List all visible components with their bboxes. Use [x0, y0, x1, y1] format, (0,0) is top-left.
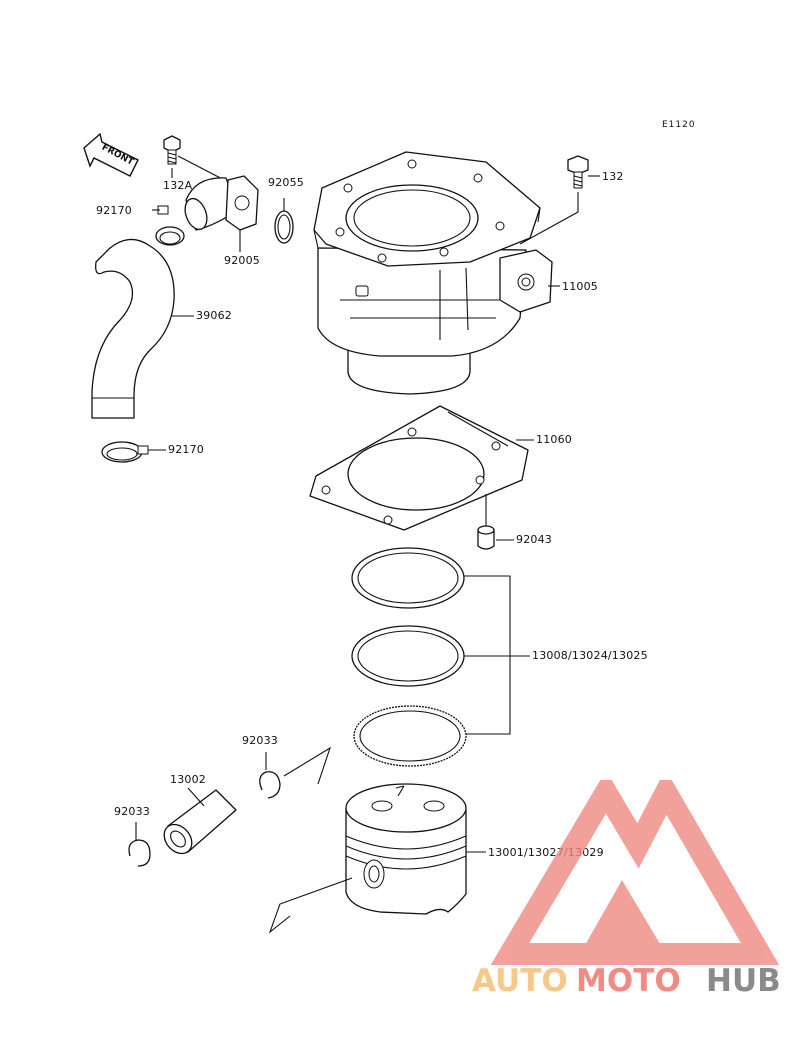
label-11005[interactable]: 11005: [562, 280, 598, 293]
label-132a[interactable]: 132A: [163, 179, 193, 192]
label-92055[interactable]: 92055: [268, 176, 304, 189]
label-13002[interactable]: 13002: [170, 773, 206, 786]
label-92005[interactable]: 92005: [224, 254, 260, 267]
logo-word-moto: MOTO: [576, 963, 681, 999]
label-39062[interactable]: 39062: [196, 309, 232, 322]
piston[interactable]: [345, 783, 467, 915]
piston-rings[interactable]: [351, 547, 467, 767]
label-92033-right[interactable]: 92033: [242, 734, 278, 747]
bolt-132a[interactable]: [163, 135, 181, 165]
label-13008-13024-13025[interactable]: 13008/13024/13025: [532, 649, 648, 662]
label-92170-lower[interactable]: 92170: [168, 443, 204, 456]
logo-word-hub: HUB: [706, 963, 781, 999]
water-fitting[interactable]: [181, 175, 259, 232]
bolt-132[interactable]: [567, 155, 589, 189]
automotohub-logo: [490, 780, 780, 965]
diagram-code: E1120: [662, 120, 696, 130]
piston-pin[interactable]: [159, 789, 237, 859]
circlip-left[interactable]: [128, 839, 151, 867]
label-92033-left[interactable]: 92033: [114, 805, 150, 818]
circlip-right[interactable]: [259, 771, 281, 799]
label-92170-upper[interactable]: 92170: [96, 204, 132, 217]
label-11060[interactable]: 11060: [536, 433, 572, 446]
hose-clamp-upper[interactable]: [155, 205, 185, 246]
dowel-pin[interactable]: [477, 525, 495, 550]
label-92043[interactable]: 92043: [516, 533, 552, 546]
cylinder-gasket[interactable]: [309, 405, 529, 531]
logo-word-auto: AUTO: [472, 963, 568, 999]
hose-clamp-lower[interactable]: [101, 441, 149, 463]
radiator-hose[interactable]: [91, 238, 175, 419]
front-direction-arrow: FRONT: [83, 132, 139, 177]
label-132[interactable]: 132: [602, 170, 624, 183]
cylinder-block[interactable]: [313, 151, 553, 395]
